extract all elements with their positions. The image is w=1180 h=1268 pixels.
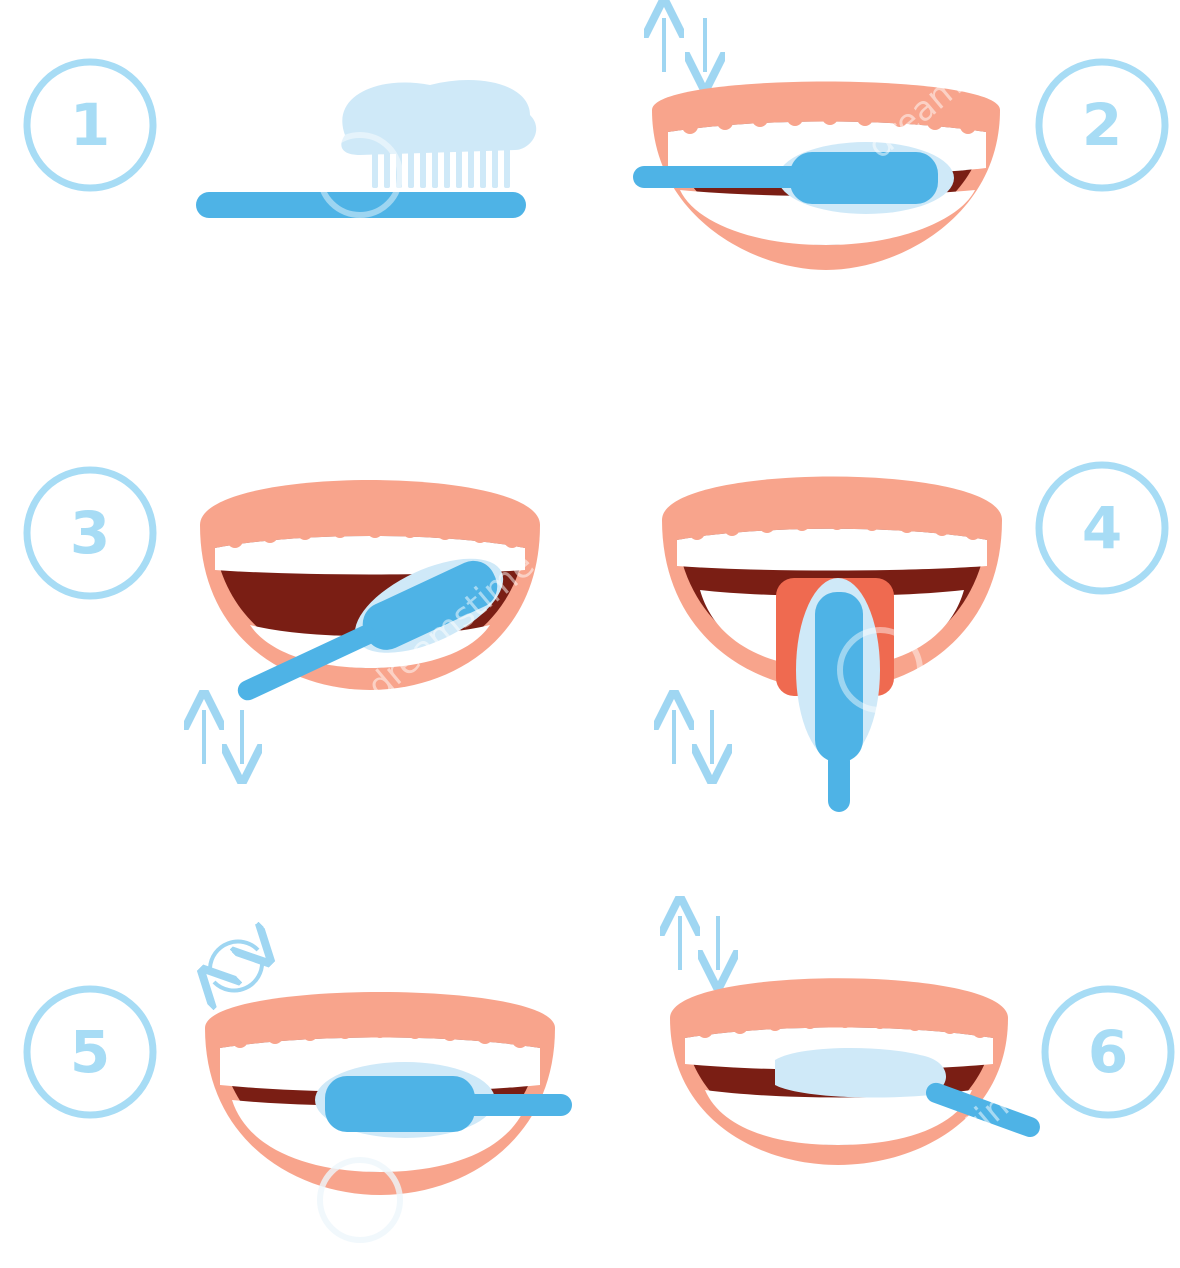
step-number: 3 — [70, 499, 110, 567]
step-number: 5 — [70, 1018, 110, 1086]
up-down-arrows-icon — [674, 710, 712, 764]
step-2-number-badge: 2 — [1039, 62, 1165, 188]
step-1-number-badge: 1 — [27, 62, 153, 188]
step-number: 2 — [1082, 91, 1122, 159]
step-4: 4 — [662, 465, 1165, 812]
toothpaste-blob — [341, 80, 536, 155]
foam — [775, 1048, 946, 1097]
step-1: 1 — [27, 62, 536, 218]
step-number: 4 — [1082, 494, 1122, 562]
step-3-number-badge: 3 — [27, 470, 153, 596]
toothbrush-handle — [828, 750, 850, 812]
step-5-number-badge: 5 — [27, 989, 153, 1115]
up-down-arrows-icon — [204, 710, 242, 764]
toothbrush-head — [790, 152, 938, 204]
step-5: 5 — [27, 942, 572, 1195]
up-down-arrows-icon — [680, 916, 718, 970]
circular-arrows-icon — [210, 942, 262, 991]
step-6-number-badge: 6 — [1045, 989, 1171, 1115]
toothbrush-handle — [633, 166, 803, 188]
step-4-number-badge: 4 — [1039, 465, 1165, 591]
step-number: 6 — [1088, 1018, 1128, 1086]
up-down-arrows-icon — [664, 18, 705, 72]
step-6: 6 — [670, 916, 1171, 1165]
toothbrush-head — [325, 1076, 475, 1132]
toothbrush-with-paste-illustration — [196, 80, 536, 218]
toothbrush-handle — [462, 1094, 572, 1116]
step-number: 1 — [70, 91, 110, 159]
toothbrush-vertical — [796, 578, 880, 812]
